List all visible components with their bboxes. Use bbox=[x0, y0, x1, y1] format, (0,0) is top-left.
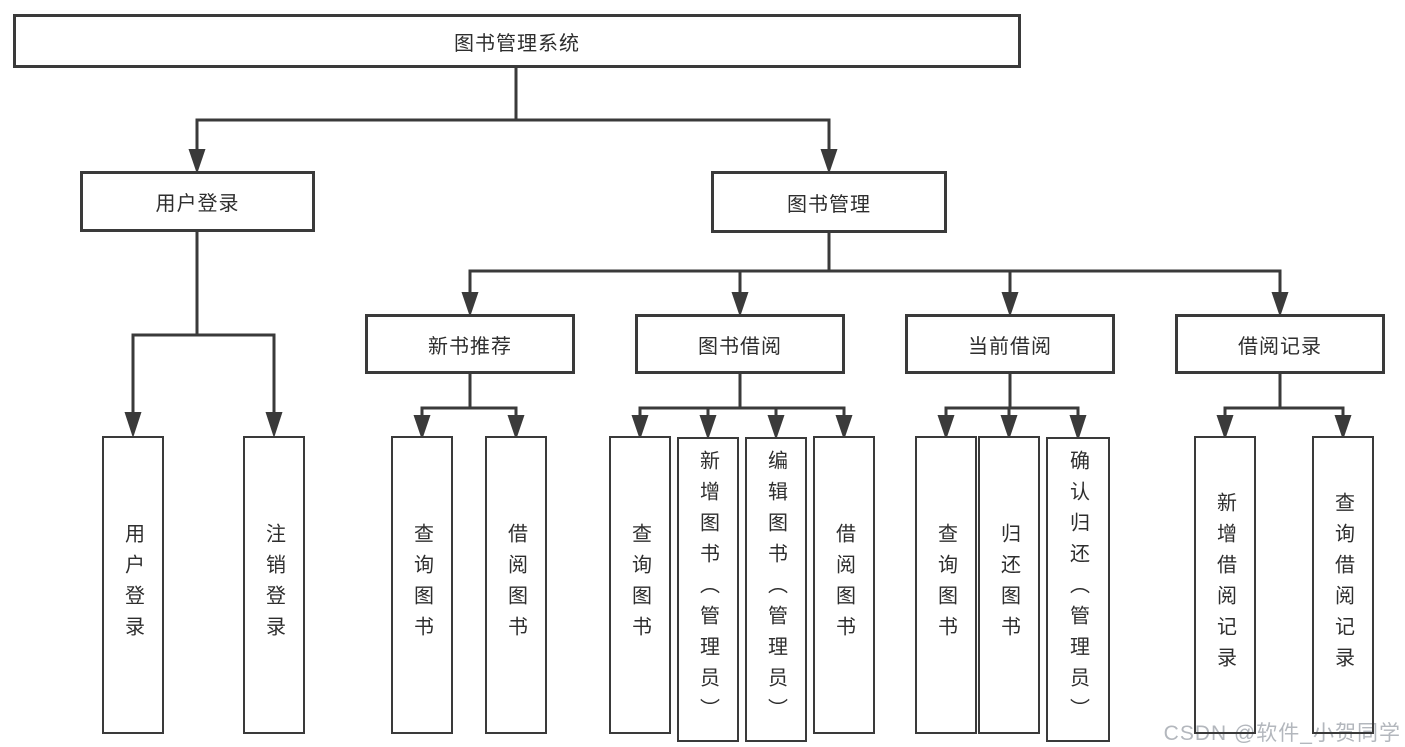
leaf-add-borrow-record: 新增借阅记录 bbox=[1194, 436, 1256, 734]
leaf-add-books-admin: 新增图书（管理员） bbox=[677, 437, 739, 742]
leaf-borrow-books-recommend-label: 借阅图书 bbox=[504, 523, 527, 647]
leaf-add-borrow-record-label: 新增借阅记录 bbox=[1213, 492, 1236, 678]
leaf-logout-label: 注销登录 bbox=[262, 523, 285, 647]
leaf-query-borrow-record: 查询借阅记录 bbox=[1312, 436, 1374, 734]
leaf-add-books-admin-label: 新增图书（管理员） bbox=[696, 450, 719, 729]
node-borrow-records: 借阅记录 bbox=[1175, 314, 1385, 374]
leaf-return-books: 归还图书 bbox=[978, 436, 1040, 734]
leaf-query-books-recommend-label: 查询图书 bbox=[410, 523, 433, 647]
leaf-query-books-current: 查询图书 bbox=[915, 436, 977, 734]
node-book-management-label: 图书管理 bbox=[787, 193, 871, 216]
leaf-return-books-label: 归还图书 bbox=[997, 523, 1020, 647]
leaf-edit-books-admin-label: 编辑图书（管理员） bbox=[764, 450, 787, 729]
leaf-query-books-recommend: 查询图书 bbox=[391, 436, 453, 734]
leaf-user-login: 用户登录 bbox=[102, 436, 164, 734]
leaf-query-books-borrow: 查询图书 bbox=[609, 436, 671, 734]
node-current-borrow-label: 当前借阅 bbox=[968, 335, 1052, 358]
node-borrow-records-label: 借阅记录 bbox=[1238, 335, 1322, 358]
node-root: 图书管理系统 bbox=[13, 14, 1021, 68]
node-book-borrow-label: 图书借阅 bbox=[698, 335, 782, 358]
node-book-management: 图书管理 bbox=[711, 171, 947, 233]
node-book-borrow: 图书借阅 bbox=[635, 314, 845, 374]
node-user-login-label: 用户登录 bbox=[155, 193, 240, 215]
leaf-borrow-books: 借阅图书 bbox=[813, 436, 875, 734]
watermark: CSDN @软件_小贺同学 bbox=[1163, 722, 1401, 745]
leaf-confirm-return-admin-label: 确认归还（管理员） bbox=[1066, 450, 1089, 729]
leaf-query-books-borrow-label: 查询图书 bbox=[628, 523, 651, 647]
leaf-borrow-books-label: 借阅图书 bbox=[832, 523, 855, 647]
arrowhead-icons bbox=[124, 149, 1352, 441]
leaf-borrow-books-recommend: 借阅图书 bbox=[485, 436, 547, 734]
node-new-book-recommend: 新书推荐 bbox=[365, 314, 575, 374]
node-current-borrow: 当前借阅 bbox=[905, 314, 1115, 374]
node-new-book-recommend-label: 新书推荐 bbox=[428, 335, 512, 358]
leaf-query-borrow-record-label: 查询借阅记录 bbox=[1331, 492, 1354, 678]
leaf-confirm-return-admin: 确认归还（管理员） bbox=[1046, 437, 1110, 742]
leaf-logout: 注销登录 bbox=[243, 436, 305, 734]
node-root-label: 图书管理系统 bbox=[454, 32, 580, 55]
leaf-edit-books-admin: 编辑图书（管理员） bbox=[745, 437, 807, 742]
leaf-user-login-label: 用户登录 bbox=[121, 523, 144, 647]
leaf-query-books-current-label: 查询图书 bbox=[934, 523, 957, 647]
node-user-login: 用户登录 bbox=[80, 171, 315, 232]
